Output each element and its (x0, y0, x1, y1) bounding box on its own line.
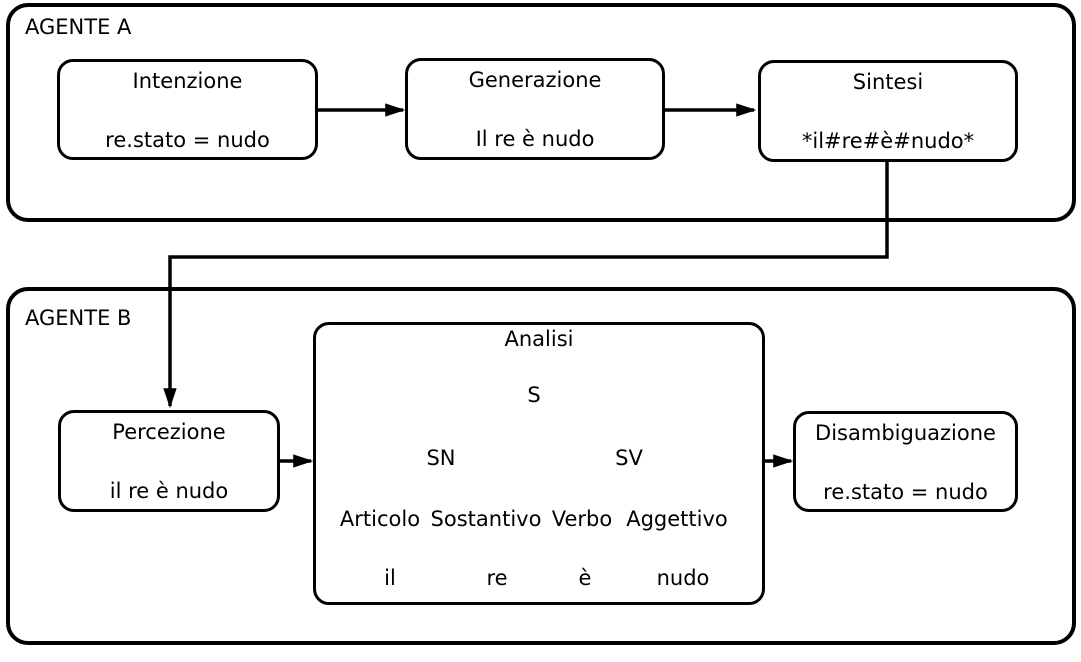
tree-terminal-il: il (384, 566, 396, 590)
tree-node-sv: SV (615, 446, 643, 470)
tree-node-sostantivo: Sostantivo (430, 507, 542, 531)
analisi-title: Analisi (504, 327, 574, 351)
node-percezione: Percezione il re è nudo (58, 410, 280, 512)
tree-terminal-nudo: nudo (656, 566, 710, 590)
node-analisi: Analisi (313, 322, 765, 605)
node-intenzione: Intenzione re.stato = nudo (57, 59, 318, 160)
agent-a-container (6, 3, 1076, 222)
percezione-value: il re è nudo (109, 479, 229, 503)
sintesi-value: *il#re#è#nudo* (801, 129, 975, 153)
node-sintesi: Sintesi *il#re#è#nudo* (758, 60, 1018, 162)
node-disambiguazione: Disambiguazione re.stato = nudo (793, 411, 1018, 512)
tree-node-verbo: Verbo (551, 507, 613, 531)
agent-b-label: AGENTE B (25, 306, 132, 330)
agent-a-label: AGENTE A (25, 15, 132, 39)
tree-node-articolo: Articolo (339, 507, 421, 531)
tree-node-aggettivo: Aggettivo (626, 507, 728, 531)
tree-terminal-e: è (578, 566, 592, 590)
disambiguazione-value: re.stato = nudo (823, 480, 988, 504)
intenzione-value: re.stato = nudo (105, 128, 270, 152)
node-generazione: Generazione Il re è nudo (405, 58, 665, 160)
tree-node-s: S (527, 383, 541, 407)
tree-node-sn: SN (426, 446, 456, 470)
sintesi-title: Sintesi (852, 70, 924, 94)
disambiguazione-title: Disambiguazione (815, 421, 996, 445)
tree-terminal-re: re (486, 566, 508, 590)
agent-b-container (6, 287, 1076, 645)
intenzione-title: Intenzione (132, 69, 243, 93)
generazione-title: Generazione (468, 68, 602, 92)
percezione-title: Percezione (112, 420, 226, 444)
generazione-value: Il re è nudo (475, 127, 595, 151)
